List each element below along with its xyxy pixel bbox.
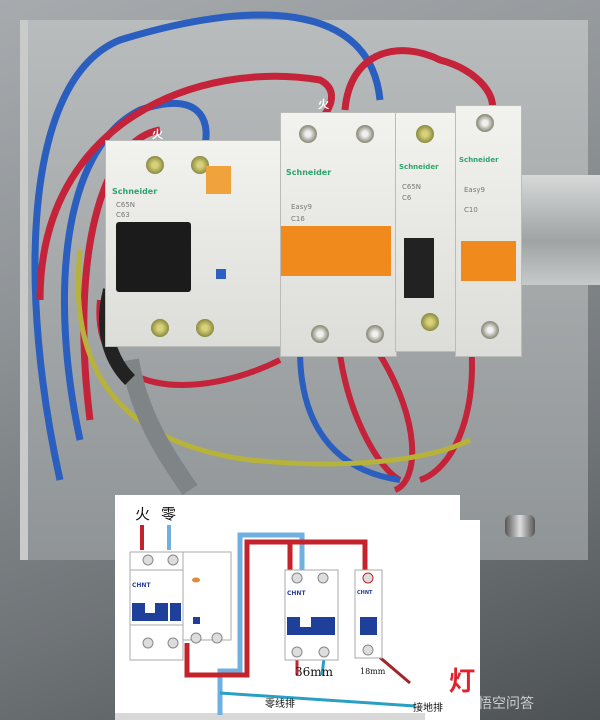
brand-label: Schneider	[399, 163, 439, 171]
live-label: 火	[135, 505, 151, 523]
brand-label: CHNT	[132, 582, 151, 589]
breaker-c10: Schneider Easy9 C10	[455, 105, 522, 357]
brand-label: Schneider	[112, 187, 158, 196]
test-button[interactable]	[216, 269, 226, 279]
rating-label: C6	[402, 194, 412, 202]
breaker-c6: Schneider C65N C6	[395, 112, 457, 352]
neutral-bar-label: 零线排	[265, 699, 295, 710]
terminal-screw	[196, 319, 214, 337]
rcbo-breaker: Schneider C65N C63	[105, 140, 282, 347]
toggle-handle[interactable]	[116, 222, 191, 292]
terminal-screw	[191, 156, 209, 174]
handwritten-lamp-note: 灯	[449, 667, 476, 697]
neutral-label: 零	[161, 505, 177, 523]
live-label-left: 火	[152, 128, 163, 141]
terminal-screw	[481, 321, 499, 339]
live-wire	[184, 539, 368, 678]
terminal-screw	[311, 325, 329, 343]
diagram-wires	[129, 525, 416, 715]
test-window	[206, 166, 231, 194]
rating-label: C63	[116, 211, 130, 219]
model-label: Easy9	[291, 203, 312, 211]
brand-label: Schneider	[459, 156, 499, 164]
handle-2p-mid	[287, 617, 335, 635]
rating-label: C10	[464, 206, 478, 214]
terminal-screw	[151, 319, 169, 337]
brand-label: CHNT	[287, 590, 306, 597]
live-label-top: 火	[318, 98, 329, 111]
breaker-c16: Schneider Easy9 C16	[280, 112, 397, 357]
width-1p-label: 18mm	[360, 667, 386, 676]
terminal-screw	[146, 156, 164, 174]
model-label: C65N	[116, 201, 136, 209]
ground-bolt	[505, 515, 535, 537]
model-label: C65N	[402, 183, 422, 191]
brand-label: CHNT	[357, 590, 373, 596]
width-2p-label: 36mm	[295, 665, 334, 679]
terminal-screw	[366, 325, 384, 343]
handle-1p	[360, 617, 377, 635]
ground-bar-label: 接地排	[413, 703, 443, 714]
terminal-screw	[299, 125, 317, 143]
toggle-handle[interactable]	[281, 226, 391, 276]
toggle-handle[interactable]	[461, 241, 516, 281]
terminal-screw	[421, 313, 439, 331]
wiring-diagram: 火 零 CHNT CHNT CHNT 36mm 18mm 零线排 接地排 灯	[115, 495, 480, 720]
handle-2p	[132, 603, 181, 621]
terminal-screw	[416, 125, 434, 143]
model-label: Easy9	[464, 186, 485, 194]
watermark: 悟空问答	[478, 696, 534, 712]
terminal-screw	[476, 114, 494, 132]
brand-label: Schneider	[286, 168, 332, 177]
toggle-handle[interactable]	[404, 238, 434, 298]
ground-line	[219, 691, 416, 708]
terminal-screw	[356, 125, 374, 143]
rating-label: C16	[291, 215, 305, 223]
